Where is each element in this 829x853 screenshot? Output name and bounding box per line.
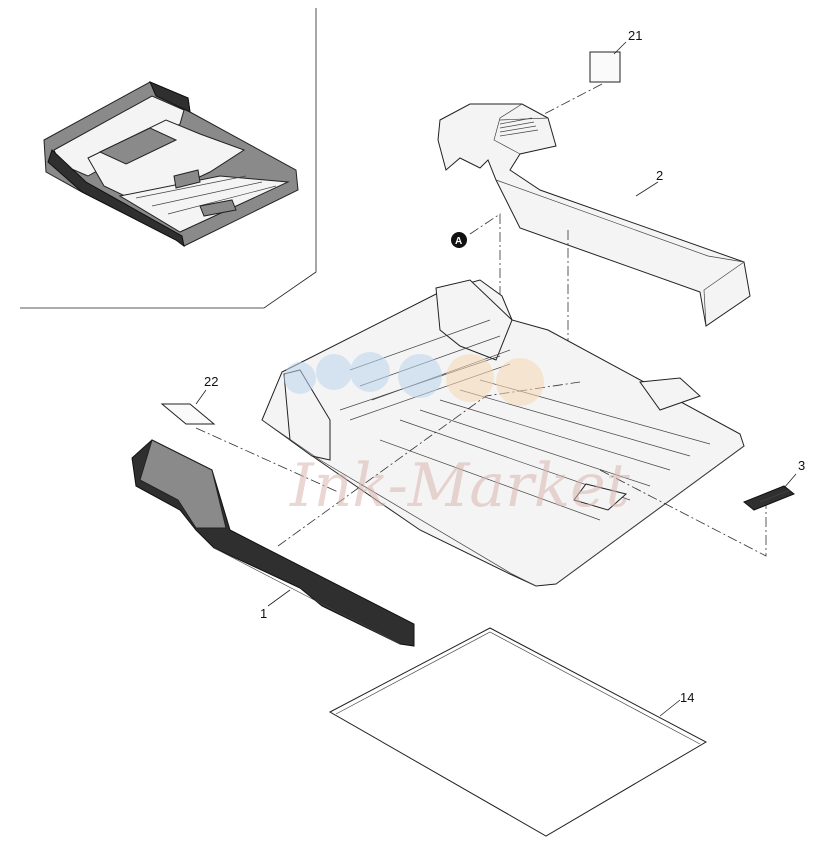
inset-frame-border	[20, 8, 317, 309]
callout-14: 14	[680, 690, 694, 705]
part-22-label: 22	[160, 374, 218, 425]
vent-slots	[499, 117, 539, 137]
watermark: Ink-Market	[284, 352, 631, 521]
callout-2: 2	[656, 168, 663, 183]
assembly-line-part1	[277, 381, 581, 547]
assembly-line-part3	[599, 469, 767, 557]
watermark-text: Ink-Market	[289, 451, 631, 521]
marker-a-label: A	[455, 236, 462, 247]
part-21-label: 21	[589, 28, 642, 83]
part-14-document-pad: 14	[328, 627, 708, 837]
part-1-front-cover: 1	[131, 439, 415, 647]
part-2-rear-cover: 2	[437, 103, 751, 327]
callout-1: 1	[260, 606, 267, 621]
callout-3: 3	[798, 458, 805, 473]
inset-panel	[20, 8, 317, 309]
reference-marker-a: A	[451, 213, 501, 300]
callout-21: 21	[628, 28, 642, 43]
callout-22: 22	[204, 374, 218, 389]
adf-assembly-thumbnail	[43, 81, 299, 248]
adf-base-tray-assembly	[261, 279, 745, 587]
part-3-bracket: 3	[743, 458, 805, 511]
